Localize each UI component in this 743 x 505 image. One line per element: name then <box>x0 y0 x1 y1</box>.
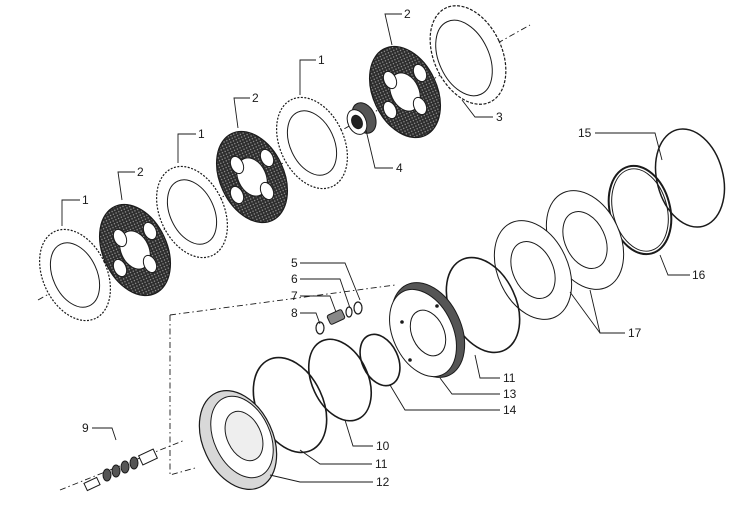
friction-disc-2c <box>369 45 441 139</box>
callout-5: 5 <box>291 256 298 270</box>
steel-plate-1b <box>156 165 228 259</box>
housing-12 <box>198 390 278 490</box>
callout-2a: 2 <box>137 165 144 179</box>
callout-12: 12 <box>376 475 390 489</box>
callout-8: 8 <box>291 306 298 320</box>
callout-11-upper: 11 <box>503 371 516 385</box>
piston-13 <box>389 282 466 378</box>
seal-ring-10 <box>307 338 373 422</box>
leader-lines <box>61 13 690 483</box>
callouts: 1 2 1 2 1 2 3 4 5 6 7 8 9 10 11 12 11 13… <box>82 7 706 489</box>
callout-11-lower: 11 <box>375 457 388 471</box>
axis-lines <box>37 24 531 491</box>
callout-3: 3 <box>496 110 503 124</box>
spline-hub-4 <box>346 102 377 135</box>
callout-14: 14 <box>503 403 517 417</box>
callout-7: 7 <box>291 289 298 303</box>
end-plate-3 <box>429 5 507 105</box>
valve-parts-5-8 <box>315 301 363 335</box>
callout-1b: 1 <box>198 127 205 141</box>
snap-ring-15 <box>654 128 726 228</box>
callout-2c: 2 <box>404 7 411 21</box>
callout-6: 6 <box>291 272 298 286</box>
friction-disc-2b <box>216 130 288 224</box>
callout-15: 15 <box>578 126 592 140</box>
callout-17: 17 <box>628 326 642 340</box>
friction-disc-2a <box>99 203 171 297</box>
callout-10: 10 <box>376 439 390 453</box>
steel-plate-1c <box>276 96 348 190</box>
callout-9: 9 <box>82 421 89 435</box>
seal-ring-14 <box>359 333 401 387</box>
callout-13: 13 <box>503 387 517 401</box>
steel-plate-1a <box>39 228 111 322</box>
callout-1c: 1 <box>318 53 325 67</box>
callout-4: 4 <box>396 161 403 175</box>
callout-2b: 2 <box>252 91 259 105</box>
relief-valve-9 <box>83 448 159 492</box>
callout-16: 16 <box>692 268 706 282</box>
callout-1a: 1 <box>82 193 89 207</box>
